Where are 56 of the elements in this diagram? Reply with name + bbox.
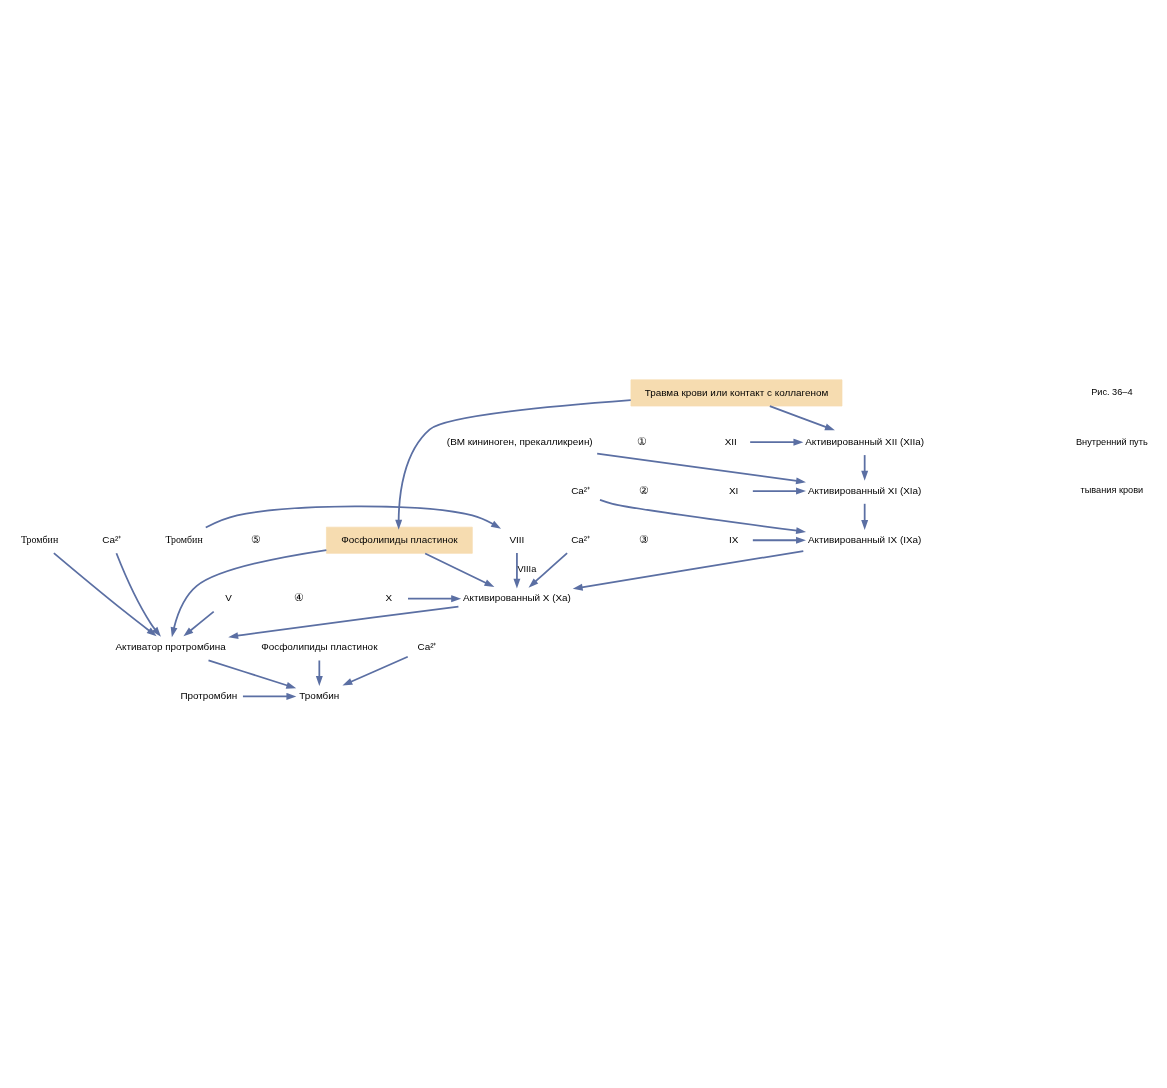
label: ⑤ (251, 532, 262, 545)
node-text: Активированный XII (XIIa) (805, 435, 925, 447)
arrow (749, 438, 804, 446)
arrow (228, 605, 460, 639)
label: Рис. 36–4 (1091, 386, 1133, 397)
arrow (572, 549, 805, 591)
node-text: Активированный X (Xa) (462, 591, 571, 603)
label: ③ (639, 532, 650, 545)
label: ① (636, 434, 647, 447)
node-text: V (225, 591, 232, 603)
node-text: Ca²⁺ (102, 533, 122, 545)
node-text: Тромбин (299, 689, 340, 701)
label: ② (639, 483, 650, 496)
edge-label: VIIIa (517, 563, 537, 574)
node-text: Протромбин (180, 689, 238, 701)
node-text: Фосфолипиды пластинок (261, 640, 378, 652)
node-text: Ca²⁺ (571, 484, 591, 496)
arrow (342, 655, 409, 685)
arrow (424, 552, 495, 587)
arrow (115, 551, 161, 637)
arrow (751, 536, 806, 544)
arrow (513, 551, 521, 589)
arrow (768, 404, 835, 430)
arrow (53, 551, 157, 636)
arrow (861, 502, 869, 530)
node-text: Тромбин (20, 533, 59, 545)
arrow (407, 594, 462, 602)
arrow (395, 398, 632, 530)
arrow (599, 498, 807, 534)
node-text: Активированный XI (XIa) (807, 484, 922, 496)
arrow (183, 610, 215, 636)
node-text: (ВМ кининоген, прекалликреин) (446, 435, 593, 447)
node-text: Активированный IX (IXa) (807, 533, 922, 545)
arrow (861, 453, 869, 481)
node-text: XI (728, 484, 739, 496)
arrow (242, 692, 297, 700)
node-text: XII (724, 435, 737, 447)
node-box: Травма крови или контакт с коллагеном (630, 378, 843, 406)
arrow (207, 658, 297, 689)
arrow (596, 452, 806, 484)
arrow (170, 548, 328, 637)
node-text: Ca²⁺ (571, 533, 591, 545)
arrow (315, 659, 323, 686)
arrow (751, 487, 806, 494)
label: тывания крови (1080, 484, 1144, 495)
node-text: IX (728, 533, 739, 545)
arrow (528, 551, 568, 588)
node-text: Активатор протромбина (115, 640, 226, 652)
node-text: VIII (509, 533, 525, 545)
label: ④ (294, 590, 305, 603)
node-text: Тромбин (165, 533, 203, 545)
arrow (204, 504, 502, 529)
node-text: X (385, 591, 393, 603)
label: Внутренний путь (1075, 436, 1148, 447)
node-text: Ca²⁺ (417, 640, 437, 652)
node-box: Фосфолипиды пластинок (326, 526, 473, 554)
